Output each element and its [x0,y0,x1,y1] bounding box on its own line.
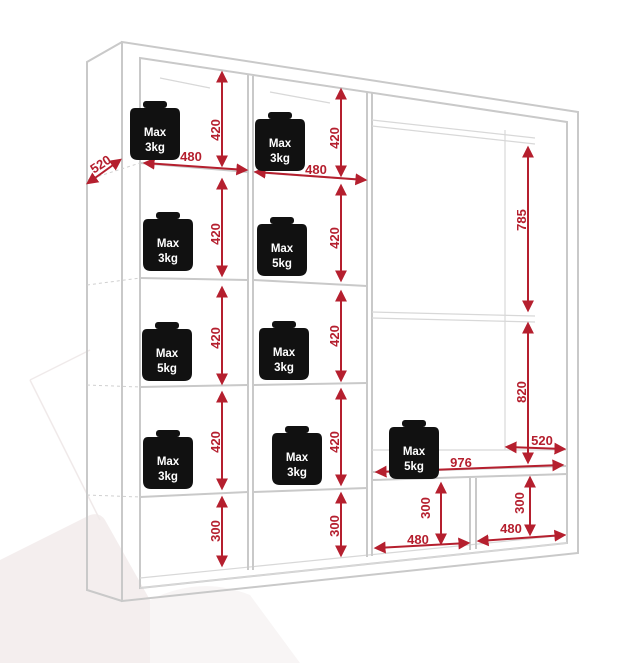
dim-left-h4: 420 [208,431,223,453]
dim-left-bottom: 300 [208,520,223,542]
weight-icon: Max 5kg [389,420,439,479]
weight-max-label: Max [157,456,180,468]
weight-icon: Max 3kg [259,321,309,380]
dim-right-depth: 520 [531,433,553,448]
dim-line-shelf-left [142,157,249,176]
weight-max-label: Max [157,238,180,250]
dim-left-h1: 420 [208,119,223,141]
weight-value-label: 5kg [404,461,424,473]
weight-max-label: Max [269,138,292,150]
weight-icon: Max 5kg [257,217,307,276]
weight-icon: Max 3kg [143,430,193,489]
weight-max-label: Max [156,348,179,360]
dim-hang-lower: 820 [514,381,529,403]
weight-icon: Max 5kg [142,322,192,381]
dim-line-right-depth [504,441,567,455]
weight-max-label: Max [271,243,294,255]
weight-value-label: 5kg [157,363,177,375]
dim-line-bottom-left-width [373,537,471,554]
dim-left-h2: 420 [208,223,223,245]
weight-icons: Max 3kg Max 3kg Max 5kg Max 3kg Max 3kg … [130,101,439,489]
dim-bottom-right-width: 480 [500,521,522,536]
dim-mid-bottom: 300 [327,515,342,537]
dim-mid-h3: 420 [327,325,342,347]
dim-mid-h4: 420 [327,431,342,453]
dim-bottom-right-height: 300 [512,492,527,514]
weight-icon: Max 3kg [255,112,305,171]
background-decoration [0,349,300,663]
weight-max-label: Max [273,347,296,359]
weight-value-label: 3kg [274,362,294,374]
dim-line-shelf-mid [253,166,368,186]
weight-max-label: Max [286,452,309,464]
dim-right-width: 976 [450,455,472,470]
dim-line-bottom-right-width [476,529,567,547]
dim-bottom-left-height: 300 [418,497,433,519]
weight-max-label: Max [403,446,426,458]
weight-value-label: 3kg [158,471,178,483]
dim-bottom-left-width: 480 [407,532,429,547]
dim-shelf-width-left: 480 [180,149,202,164]
weight-value-label: 3kg [287,467,307,479]
dim-left-h3: 420 [208,327,223,349]
weight-icon: Max 3kg [143,212,193,271]
weight-icon: Max 3kg [272,426,322,485]
dim-mid-h1: 420 [327,127,342,149]
weight-icon: Max 3kg [130,101,180,160]
dim-mid-h2: 420 [327,227,342,249]
dim-shelf-width-mid: 480 [305,162,327,177]
weight-value-label: 3kg [158,253,178,265]
weight-value-label: 3kg [145,142,165,154]
dim-hang-upper: 785 [514,209,529,231]
dim-line-side-depth [86,158,122,185]
weight-max-label: Max [144,127,167,139]
weight-value-label: 3kg [270,153,290,165]
weight-value-label: 5kg [272,258,292,270]
dim-side-depth: 520 [87,152,113,176]
